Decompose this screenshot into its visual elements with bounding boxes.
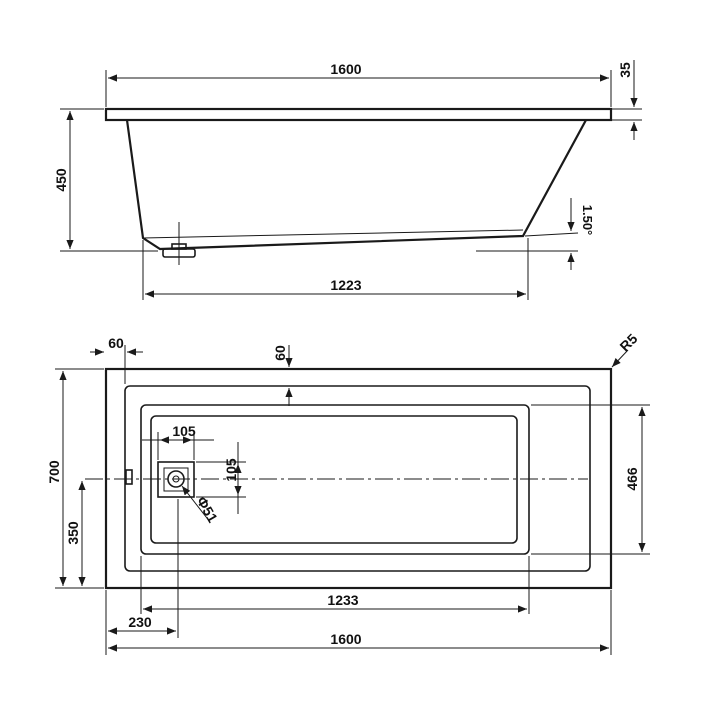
dim-rim-thickness: 35 [612, 60, 642, 140]
dim-overall-length: 1600 [105, 590, 612, 655]
label-drain-height: 105 [223, 458, 239, 482]
label-corner-radius: R5 [616, 330, 640, 354]
label-rim-top: 60 [272, 345, 288, 361]
label-drain-width: 105 [172, 423, 196, 439]
label-drain-offset: 230 [128, 614, 152, 630]
dim-inner-width: 466 [531, 404, 650, 555]
dim-bottom-length: 1223 [142, 238, 529, 300]
label-bottom-length: 1223 [330, 277, 361, 293]
dim-drain-offset: 230 [108, 499, 179, 638]
dim-overall-width: 700 [46, 368, 104, 589]
dim-rim-left: 60 [90, 335, 143, 384]
dim-inner-length: 1233 [140, 556, 530, 614]
overflow-icon [125, 469, 133, 485]
top-view: R5 60 60 105 [46, 330, 650, 655]
dim-center-height: 350 [65, 481, 86, 586]
dim-side-length: 1600 [105, 61, 612, 107]
side-tub-floor-line [142, 229, 524, 239]
top-outer-rim [104, 367, 613, 590]
label-side-length: 1600 [330, 61, 361, 77]
label-inner-length: 1233 [327, 592, 358, 608]
label-overall-width: 700 [46, 460, 62, 484]
side-drain [162, 222, 196, 265]
label-floor-slope: 1.50° [580, 205, 595, 236]
dim-drain-height: 105 [196, 442, 246, 514]
dim-drain-width: 105 [142, 423, 214, 460]
label-rim-thickness: 35 [617, 62, 633, 78]
dim-drain-diameter: Φ51 [181, 485, 221, 526]
label-inner-width: 466 [624, 467, 640, 491]
side-view: 1600 35 450 1223 [53, 60, 642, 300]
side-tub-body [125, 119, 587, 251]
side-rim [104, 107, 613, 122]
dim-floor-slope: 1.50° [476, 198, 595, 270]
label-drain-diameter: Φ51 [194, 494, 221, 526]
dim-rim-top: 60 [272, 345, 293, 406]
dim-corner-radius: R5 [611, 330, 641, 368]
label-center-height: 350 [65, 521, 81, 545]
dim-side-depth: 450 [53, 108, 158, 252]
label-overall-length: 1600 [330, 631, 361, 647]
label-side-depth: 450 [53, 168, 69, 192]
label-rim-left: 60 [108, 335, 124, 351]
